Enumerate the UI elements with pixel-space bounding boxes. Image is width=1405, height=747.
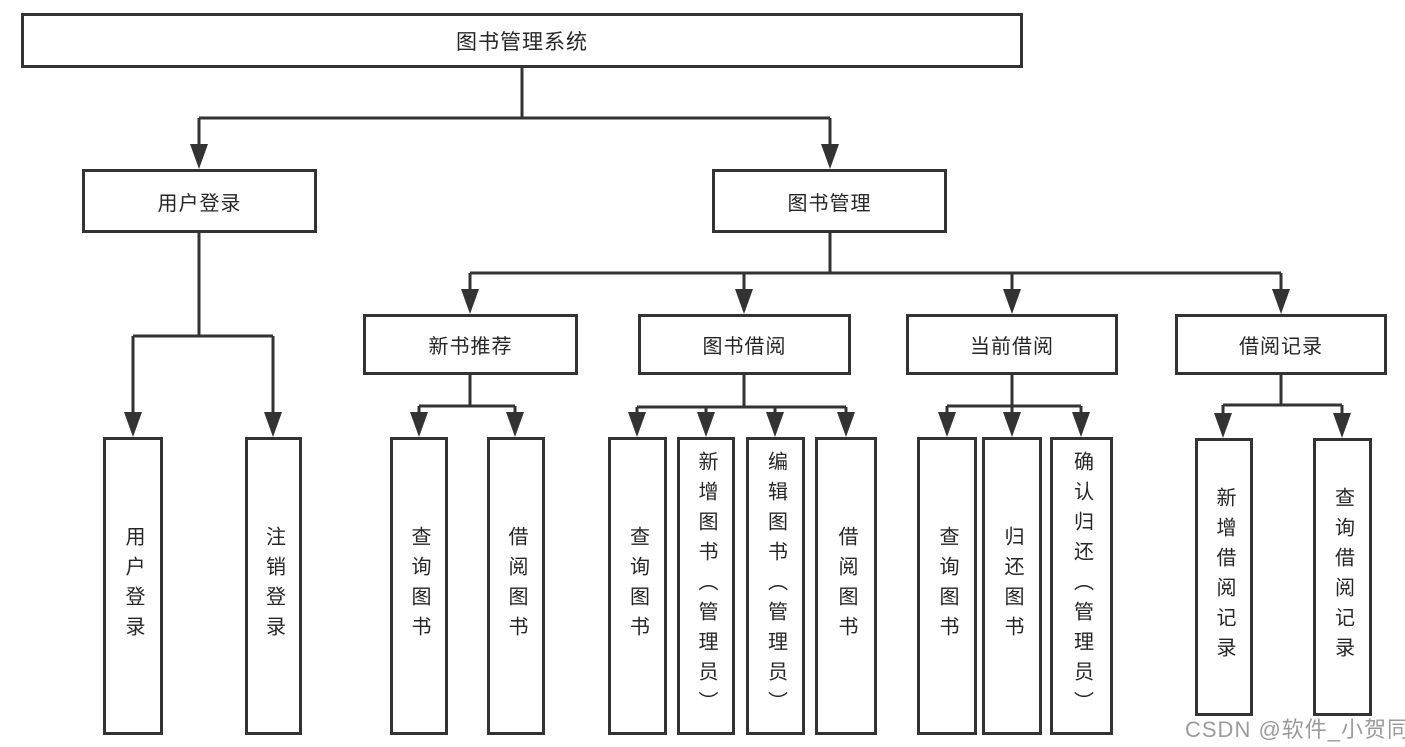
leaf-return-books-label: 归还图书: [1001, 526, 1023, 646]
leaf-confirm-return-admin: 确认归还（管理员）: [1050, 437, 1113, 735]
node-user-login-label: 用户登录: [157, 192, 242, 215]
leaf-add-borrow-record-label: 新增借阅记录: [1213, 487, 1235, 667]
node-borrowing-records: 借阅记录: [1175, 314, 1387, 375]
leaf-borrow-books-recommend: 借阅图书: [487, 437, 545, 735]
leaf-edit-book-admin: 编辑图书（管理员）: [746, 437, 805, 735]
node-book-management-label: 图书管理: [787, 192, 872, 215]
node-book-borrowing-label: 图书借阅: [702, 336, 787, 358]
leaf-query-books-current-label: 查询图书: [936, 526, 958, 646]
leaf-add-borrow-record: 新增借阅记录: [1195, 438, 1253, 716]
leaf-borrow-books-recommend-label: 借阅图书: [505, 526, 527, 646]
node-root: 图书管理系统: [21, 13, 1023, 68]
arrowheads: [124, 144, 1351, 438]
leaf-confirm-return-admin-label: 确认归还（管理员）: [1070, 451, 1093, 721]
leaf-user-login: 用户登录: [103, 437, 163, 735]
node-new-book-recommendation: 新书推荐: [363, 314, 578, 375]
node-borrowing-records-label: 借阅记录: [1239, 336, 1323, 358]
csdn-watermark: CSDN @软件_小贺同学: [1185, 717, 1405, 742]
leaf-query-books-recommend: 查询图书: [390, 437, 448, 735]
node-book-borrowing: 图书借阅: [638, 314, 851, 375]
leaf-add-book-admin-label: 新增图书（管理员）: [695, 451, 717, 721]
leaf-logout: 注销登录: [245, 437, 302, 735]
leaf-query-books-borrowing-label: 查询图书: [626, 526, 649, 646]
leaf-query-books-recommend-label: 查询图书: [408, 526, 430, 646]
leaf-add-book-admin: 新增图书（管理员）: [677, 437, 735, 735]
leaf-borrow-books-borrowing-label: 借阅图书: [835, 526, 857, 646]
leaf-user-login-label: 用户登录: [122, 526, 144, 646]
node-root-label: 图书管理系统: [456, 30, 588, 54]
leaf-query-borrow-record-label: 查询借阅记录: [1331, 487, 1354, 667]
leaf-logout-label: 注销登录: [262, 526, 285, 646]
node-new-book-recommendation-label: 新书推荐: [428, 336, 513, 358]
node-current-borrowing-label: 当前借阅: [970, 336, 1054, 358]
node-current-borrowing: 当前借阅: [906, 314, 1118, 375]
leaf-query-books-borrowing: 查询图书: [608, 437, 667, 735]
node-user-login: 用户登录: [82, 169, 317, 233]
node-book-management: 图书管理: [712, 169, 947, 233]
leaf-query-books-current: 查询图书: [917, 437, 977, 735]
leaf-return-books: 归还图书: [982, 437, 1042, 735]
leaf-query-borrow-record: 查询借阅记录: [1313, 438, 1372, 716]
leaf-borrow-books-borrowing: 借阅图书: [815, 437, 877, 735]
leaf-edit-book-admin-label: 编辑图书（管理员）: [764, 451, 787, 721]
